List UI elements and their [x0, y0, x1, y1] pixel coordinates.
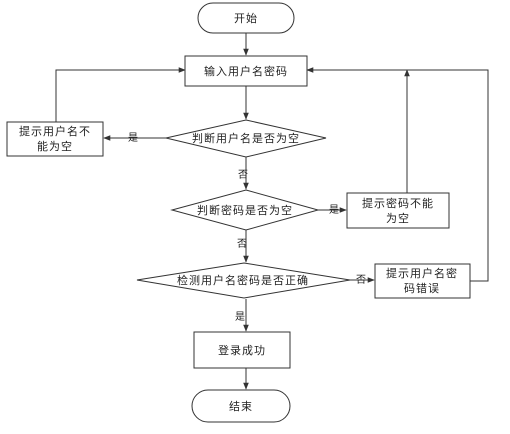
node-prompt-pwd-empty-label-2: 为空 [386, 211, 410, 225]
terminator-shape [191, 389, 291, 423]
decision-shape [136, 262, 351, 299]
node-end: 结束 [191, 389, 291, 423]
terminator-shape [197, 2, 295, 34]
process-shape [346, 192, 450, 229]
node-prompt-error-label-2: 码错误 [404, 281, 440, 295]
process-shape [184, 55, 308, 87]
node-check-pwd-empty-label: 判断密码是否为空 [197, 203, 293, 217]
node-end-label: 结束 [229, 400, 253, 413]
node-check-correct-label: 检测用户名密码是否正确 [177, 273, 309, 287]
edge-label-pwd-empty-yes: 是 [329, 204, 339, 216]
node-input-label: 输入用户名密码 [204, 64, 288, 78]
node-prompt-error: 提示用户名密 码错误 [374, 263, 471, 299]
edge-prompt-user-to-input [55, 67, 186, 122]
node-check-pwd-empty: 判断密码是否为空 [170, 189, 320, 231]
node-start-label: 开始 [234, 11, 258, 25]
node-login-success-label: 登录成功 [218, 343, 266, 357]
edge-label-user-empty-yes: 是 [128, 132, 138, 144]
edge-labels: 是 否 是 否 否 是 [128, 132, 366, 323]
edges [55, 33, 489, 390]
node-prompt-user-empty: 提示用户名不 能为空 [6, 121, 104, 157]
edge-label-correct-yes: 是 [235, 311, 245, 323]
edge-error-to-input [306, 67, 489, 282]
edge-label-pwd-empty-no: 否 [237, 238, 247, 250]
node-prompt-user-empty-label-2: 能为空 [37, 139, 73, 153]
node-input: 输入用户名密码 [184, 55, 308, 87]
node-check-user-empty: 判断用户名是否为空 [165, 119, 327, 158]
process-shape [193, 331, 291, 369]
decision-shape [170, 189, 320, 231]
decision-shape [165, 119, 327, 158]
process-shape [374, 263, 471, 299]
edge-label-correct-no: 否 [356, 274, 366, 286]
node-check-user-empty-label: 判断用户名是否为空 [192, 131, 300, 145]
node-prompt-pwd-empty-label-1: 提示密码不能 [362, 196, 434, 210]
node-prompt-pwd-empty: 提示密码不能 为空 [346, 192, 450, 229]
node-prompt-error-label-1: 提示用户名密 [386, 266, 458, 280]
edge-label-user-empty-no: 否 [238, 169, 248, 181]
node-check-correct: 检测用户名密码是否正确 [136, 262, 351, 299]
node-start: 开始 [197, 2, 295, 34]
node-prompt-user-empty-label-1: 提示用户名不 [19, 124, 91, 138]
process-shape [6, 121, 104, 157]
node-login-success: 登录成功 [193, 331, 291, 369]
